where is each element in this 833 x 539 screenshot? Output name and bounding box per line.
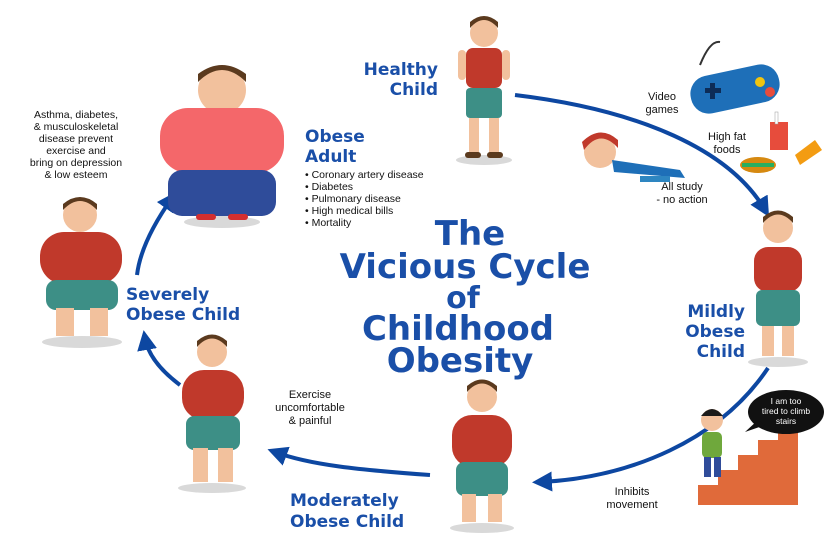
svg-text:bring on depression: bring on depression xyxy=(30,157,122,169)
arrow-moderate-to-severe xyxy=(267,446,431,477)
svg-text:High fat: High fat xyxy=(708,131,746,143)
arrow-mild-to-moderate xyxy=(532,366,770,492)
obese-adult-risk-list: • Coronary artery disease • Diabetes • P… xyxy=(305,169,424,229)
svg-text:All study: All study xyxy=(661,181,703,193)
video-games-note: Video games xyxy=(645,91,679,116)
title-line-3: of xyxy=(446,281,481,316)
risk-item: • Pulmonary disease xyxy=(305,193,401,205)
healthy-child-figure xyxy=(456,16,512,165)
arrow-severe-loop xyxy=(137,330,182,387)
title-line-2: Vicious Cycle xyxy=(340,247,591,287)
cycle-arrows xyxy=(135,93,770,492)
mildly-obese-child-figure xyxy=(748,210,808,367)
stairs-scene xyxy=(698,390,824,505)
title-line-1: The xyxy=(435,214,505,254)
svg-text:& low esteem: & low esteem xyxy=(44,169,107,181)
svg-text:tired to climb: tired to climb xyxy=(762,406,810,416)
svg-text:games: games xyxy=(645,104,679,116)
label-obese-adult-1: Obese xyxy=(305,127,365,147)
diagram-title: The Vicious Cycle of Childhood Obesity xyxy=(340,214,591,381)
label-severely-obese-1: Severely xyxy=(126,285,209,305)
svg-text:uncomfortable: uncomfortable xyxy=(275,402,345,414)
adult-effects-note: Asthma, diabetes, & musculoskeletal dise… xyxy=(30,109,122,181)
label-mildly-obese-1: Mildly xyxy=(687,302,745,322)
label-obese-adult-2: Adult xyxy=(305,147,356,167)
svg-text:movement: movement xyxy=(606,499,657,511)
inhibits-movement-note: Inhibits movement xyxy=(606,486,657,511)
svg-text:Asthma, diabetes,: Asthma, diabetes, xyxy=(34,109,118,121)
title-line-5: Obesity xyxy=(387,341,534,381)
svg-text:Video: Video xyxy=(648,91,676,103)
svg-text:Inhibits: Inhibits xyxy=(615,486,650,498)
exercise-uncomfortable-note: Exercise uncomfortable & painful xyxy=(275,389,345,427)
risk-item: • High medical bills xyxy=(305,205,393,217)
game-controller-icon xyxy=(690,40,780,114)
severely-obese-child-figure xyxy=(40,197,122,348)
moderately-obese-child-figure xyxy=(450,379,514,533)
high-fat-foods-note: High fat foods xyxy=(708,131,746,156)
svg-text:disease prevent: disease prevent xyxy=(39,133,113,145)
label-severely-obese-2: Obese Child xyxy=(126,305,240,325)
label-mildly-obese-2: Obese xyxy=(685,322,745,342)
obese-adult-figure xyxy=(160,65,284,228)
svg-text:exercise and: exercise and xyxy=(46,145,106,157)
fast-food-icon xyxy=(740,111,822,173)
svg-text:foods: foods xyxy=(714,144,741,156)
arrow-healthy-to-mild xyxy=(514,93,770,217)
exercise-child-figure xyxy=(178,334,246,493)
all-study-note: All study - no action xyxy=(656,181,707,206)
arrow-severe-to-adult xyxy=(135,191,177,276)
label-healthy-child-1: Healthy xyxy=(364,60,438,80)
risk-item: • Mortality xyxy=(305,217,352,229)
svg-text:Exercise: Exercise xyxy=(289,389,331,401)
stage-labels: Healthy Child Obese Adult Mildly Obese C… xyxy=(126,60,745,532)
label-healthy-child-2: Child xyxy=(390,80,438,100)
title-line-4: Childhood xyxy=(362,309,554,349)
svg-text:stairs: stairs xyxy=(776,416,796,426)
svg-text:& painful: & painful xyxy=(289,415,332,427)
svg-text:& musculoskeletal: & musculoskeletal xyxy=(34,121,119,133)
label-moderately-obese-2: Obese Child xyxy=(290,512,404,532)
risk-item: • Diabetes xyxy=(305,181,353,193)
label-moderately-obese-1: Moderately xyxy=(290,491,399,511)
label-mildly-obese-3: Child xyxy=(697,342,745,362)
risk-item: • Coronary artery disease xyxy=(305,169,424,181)
studying-girl-figure xyxy=(582,132,685,182)
svg-text:- no action: - no action xyxy=(656,194,707,206)
tired-speech-bubble: I am too tired to climb stairs xyxy=(762,396,810,426)
svg-text:I am too: I am too xyxy=(771,396,802,406)
